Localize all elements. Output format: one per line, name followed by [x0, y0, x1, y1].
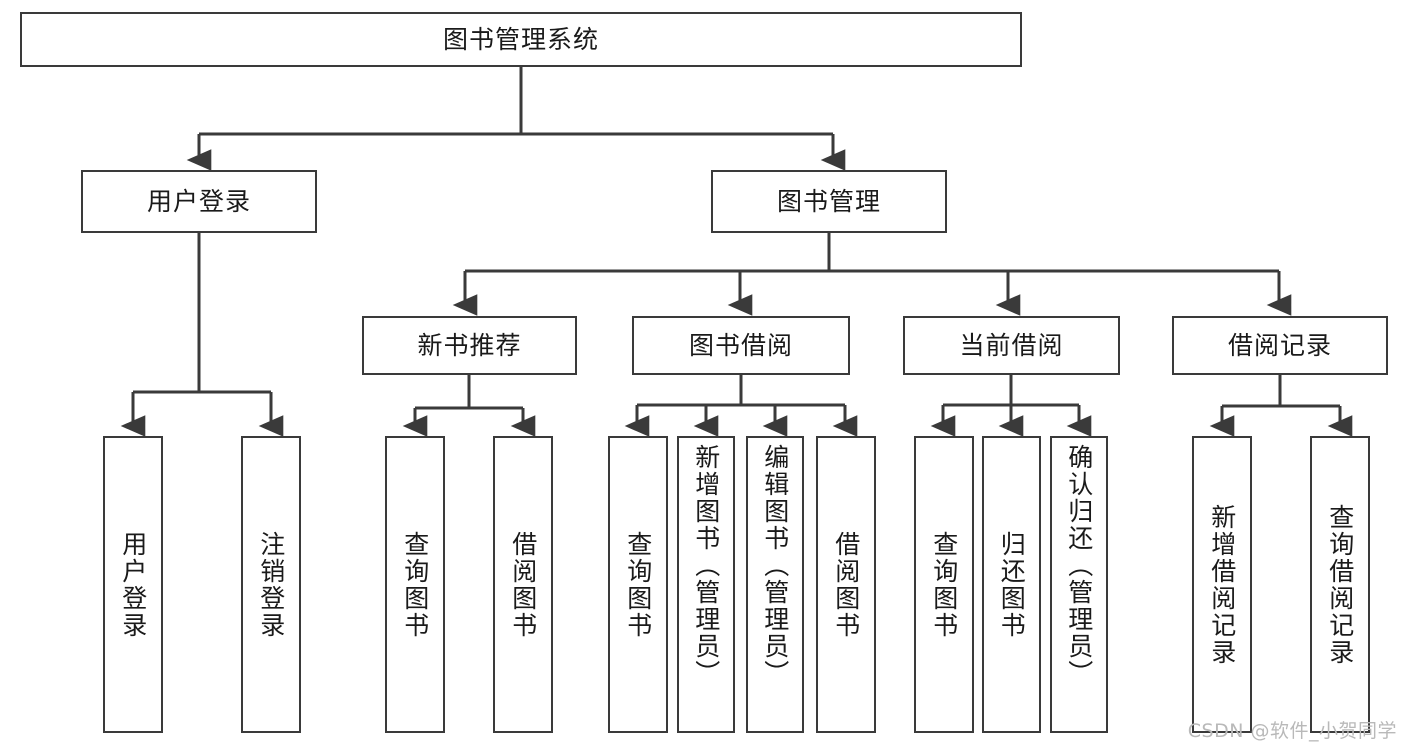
- node-book-management[interactable]: 图书管理: [711, 170, 947, 233]
- node-current-borrow[interactable]: 当前借阅: [903, 316, 1120, 375]
- node-new-book-recommend[interactable]: 新书推荐: [362, 316, 577, 375]
- leaf-book-borrow-add-book-admin[interactable]: 新增图书（管理员）: [677, 436, 735, 733]
- leaf-label: 查询图书: [400, 530, 430, 639]
- leaf-label: 注销登录: [256, 530, 286, 639]
- leaf-book-borrow-borrow-book[interactable]: 借阅图书: [816, 436, 876, 733]
- leaf-current-borrow-return-book[interactable]: 归还图书: [982, 436, 1041, 733]
- leaf-user-login-logout[interactable]: 注销登录: [241, 436, 301, 733]
- leaf-label: 借阅图书: [508, 530, 538, 639]
- leaf-current-borrow-query-book[interactable]: 查询图书: [914, 436, 974, 733]
- leaf-user-login-do-login[interactable]: 用户登录: [103, 436, 163, 733]
- node-user-login[interactable]: 用户登录: [81, 170, 317, 233]
- leaf-label: 查询图书: [623, 530, 653, 639]
- node-root-book-management-system[interactable]: 图书管理系统: [20, 12, 1022, 67]
- node-label: 图书管理: [776, 187, 881, 216]
- leaf-borrow-record-add-record[interactable]: 新增借阅记录: [1192, 436, 1252, 733]
- node-book-borrow[interactable]: 图书借阅: [632, 316, 850, 375]
- node-label: 新书推荐: [417, 331, 522, 360]
- node-label: 当前借阅: [959, 331, 1064, 360]
- node-label: 用户登录: [146, 187, 251, 216]
- leaf-label: 新增图书（管理员）: [691, 444, 721, 687]
- leaf-new-book-borrow-book[interactable]: 借阅图书: [493, 436, 553, 733]
- leaf-label: 查询借阅记录: [1325, 503, 1355, 666]
- leaf-label: 归还图书: [997, 530, 1027, 639]
- leaf-label: 借阅图书: [831, 530, 861, 639]
- leaf-label: 新增借阅记录: [1207, 503, 1237, 666]
- node-label: 图书管理系统: [442, 25, 599, 54]
- leaf-label: 用户登录: [118, 530, 148, 639]
- leaf-label: 编辑图书（管理员）: [760, 444, 790, 687]
- node-label: 借阅记录: [1227, 331, 1332, 360]
- leaf-new-book-query-book[interactable]: 查询图书: [385, 436, 445, 733]
- leaf-label: 查询图书: [929, 530, 959, 639]
- leaf-book-borrow-query-book[interactable]: 查询图书: [608, 436, 668, 733]
- node-borrow-record[interactable]: 借阅记录: [1172, 316, 1388, 375]
- leaf-book-borrow-edit-book-admin[interactable]: 编辑图书（管理员）: [746, 436, 804, 733]
- leaf-borrow-record-query-record[interactable]: 查询借阅记录: [1310, 436, 1370, 733]
- leaf-current-borrow-confirm-return-admin[interactable]: 确认归还（管理员）: [1050, 436, 1108, 733]
- leaf-label: 确认归还（管理员）: [1064, 444, 1094, 687]
- node-label: 图书借阅: [688, 331, 793, 360]
